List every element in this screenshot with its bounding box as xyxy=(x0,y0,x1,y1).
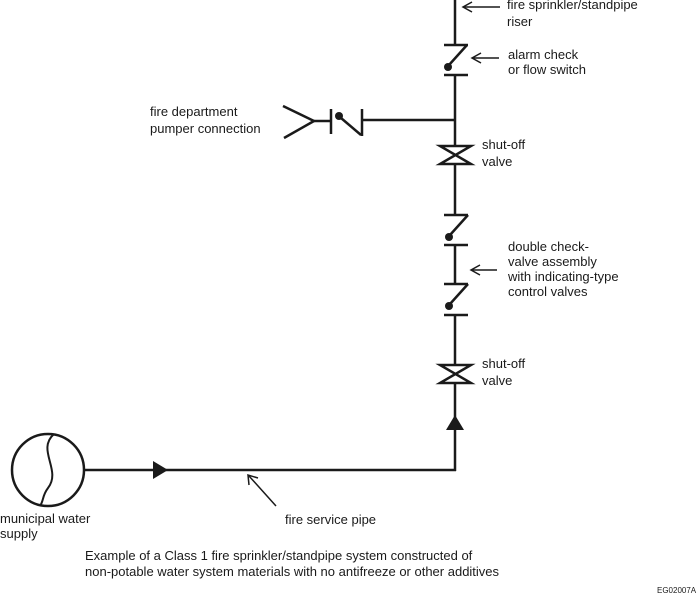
pumper-label: fire department pumper connection xyxy=(150,104,261,136)
arrow-left-icon xyxy=(469,264,497,276)
leader-arrows xyxy=(247,1,500,507)
arrow-diagonal-icon xyxy=(247,473,277,507)
check-valve-icon xyxy=(444,282,469,317)
label-line: riser xyxy=(507,14,533,29)
municipal-supply-icon xyxy=(10,432,86,508)
label-line: or flow switch xyxy=(508,62,587,77)
label-line: valve xyxy=(482,373,513,388)
caption: Example of a Class 1 fire sprinkler/stan… xyxy=(85,548,499,580)
label-line: fire department xyxy=(150,104,238,119)
arrow-left-icon xyxy=(470,52,499,64)
label-line: valve xyxy=(482,154,513,169)
pumper-connection-icon xyxy=(282,104,455,140)
label-line: control valves xyxy=(508,284,588,299)
check-valve-icon xyxy=(444,213,469,247)
label-line: double check- xyxy=(508,239,589,254)
shutoff-valve-label: shut-off valve xyxy=(482,137,525,169)
alarm-check-valve-icon xyxy=(444,43,468,77)
label-line: with indicating-type xyxy=(508,269,619,284)
shutoff-valve-icon xyxy=(435,144,476,166)
flow-arrow-right-icon xyxy=(153,461,168,479)
label-line: pumper connection xyxy=(150,121,261,136)
label-line: supply xyxy=(0,526,38,541)
caption-line: Example of a Class 1 fire sprinkler/stan… xyxy=(85,548,473,563)
label-line: valve assembly xyxy=(508,254,597,269)
riser-label: fire sprinkler/standpipe riser xyxy=(507,0,638,29)
label-line: shut-off xyxy=(482,137,526,152)
shutoff-valve-icon xyxy=(435,363,476,385)
label-line: alarm check xyxy=(508,47,579,62)
figure-code: EG02007A xyxy=(657,586,697,595)
label-line: shut-off xyxy=(482,356,526,371)
label-line: fire sprinkler/standpipe xyxy=(507,0,638,12)
flow-arrow-up-icon xyxy=(446,415,464,430)
label-line: municipal water xyxy=(0,511,91,526)
service-pipe-label: fire service pipe xyxy=(285,512,377,527)
caption-line: non-potable water system materials with … xyxy=(85,564,500,579)
shutoff-valve-label: shut-off valve xyxy=(482,356,525,388)
arrow-left-icon xyxy=(461,1,500,13)
